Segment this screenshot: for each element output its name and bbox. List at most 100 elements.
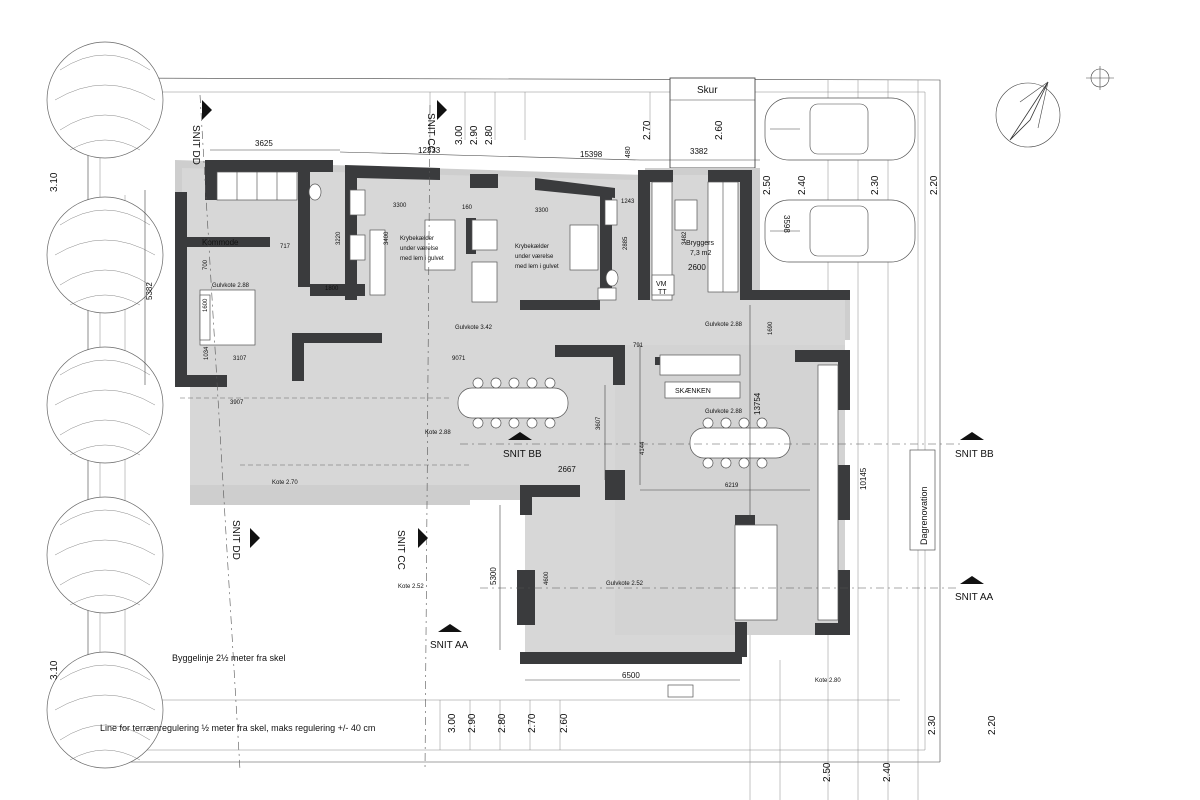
section-markers xyxy=(202,100,984,632)
dim-9071: 9071 xyxy=(452,356,466,362)
section-aa-left-label: SNIT AA xyxy=(430,640,468,651)
dim-4600: 4600 xyxy=(544,571,550,585)
ground-level-252: Kote 2.52 xyxy=(398,584,424,590)
dim-1600: 1600 xyxy=(203,298,209,312)
level-bot-300: 3.00 xyxy=(447,713,458,733)
level-top-250: 2.50 xyxy=(762,175,773,195)
dimension-labels: 3625 12333 15398 480 3382 3300 160 3300 … xyxy=(145,139,868,680)
level-top-220: 2.20 xyxy=(929,175,940,195)
dim-3598: 3598 xyxy=(782,215,791,233)
dim-6500: 6500 xyxy=(622,671,640,680)
dim-480: 480 xyxy=(625,146,632,158)
dining-table-kitchen xyxy=(689,417,791,469)
walls xyxy=(175,160,850,664)
level-bot-220: 2.20 xyxy=(987,715,998,735)
dim-3482: 3482 xyxy=(682,231,688,245)
kitchen-floor-level: Gulvkote 2.88 xyxy=(705,409,743,415)
crawl-space-1-line3: med lem i gulvet xyxy=(400,256,444,262)
dim-3625: 3625 xyxy=(255,139,273,148)
trees-row xyxy=(46,41,164,769)
section-lines xyxy=(180,94,960,771)
level-top-240: 2.40 xyxy=(797,175,808,195)
section-arrow-icon xyxy=(418,528,428,548)
dim-160: 160 xyxy=(462,205,473,211)
level-bot-290: 2.90 xyxy=(467,713,478,733)
dim-2600: 2600 xyxy=(688,263,706,272)
section-dd-top-label: SNIT DD xyxy=(190,125,201,165)
level-top-300: 3.00 xyxy=(454,125,465,145)
section-dd-bottom-label: SNIT DD xyxy=(230,520,241,560)
crawl-space-1-line2: under værelse xyxy=(400,246,439,252)
dim-10145: 10145 xyxy=(859,467,868,490)
level-top-290: 2.90 xyxy=(469,125,480,145)
crawl-space-1-line1: Krybekælder xyxy=(400,236,434,242)
tree-icon xyxy=(46,651,164,769)
dim-1690: 1690 xyxy=(768,321,774,335)
level-top-260: 2.60 xyxy=(714,120,725,140)
level-bot-270: 2.70 xyxy=(527,713,538,733)
furniture xyxy=(199,171,936,698)
crawl-space-2-line3: med lem i gulvet xyxy=(515,264,559,270)
dim-12333: 12333 xyxy=(418,146,441,155)
crawl-space-2-line2: under værelse xyxy=(515,254,554,260)
level-left-310-top: 3.10 xyxy=(49,172,60,192)
dim-5300: 5300 xyxy=(489,567,498,585)
section-cc-top-label: SNIT CC xyxy=(425,113,436,153)
level-bot-280: 2.80 xyxy=(497,713,508,733)
dim-3907: 3907 xyxy=(230,400,244,406)
terrace-level-288: Kote 2.88 xyxy=(425,430,451,436)
bedroom-floor-level: Gulvkote 2.88 xyxy=(212,283,250,289)
shed-label: Skur xyxy=(697,85,718,96)
tree-icon xyxy=(46,41,164,159)
utility-room-label: Bryggers xyxy=(686,240,715,247)
level-left-310-bottom: 3.10 xyxy=(49,660,60,680)
terrain-regulation-note: Line for terrænregulering ½ meter fra sk… xyxy=(100,723,375,733)
dim-3107: 3107 xyxy=(233,356,247,362)
dim-717: 717 xyxy=(280,244,291,250)
level-top-280: 2.80 xyxy=(484,125,495,145)
sideboard-label: SKÆNKEN xyxy=(675,388,711,395)
section-arrow-icon xyxy=(438,624,462,632)
tree-icon xyxy=(46,496,164,614)
section-cc-bottom-label: SNIT CC xyxy=(395,530,406,570)
level-top-270: 2.70 xyxy=(642,120,653,140)
dim-5382: 5382 xyxy=(145,282,154,300)
site-levels: 3.00 2.90 2.80 2.70 2.60 2.50 2.40 2.30 … xyxy=(49,120,998,782)
dim-6219: 6219 xyxy=(725,483,739,489)
dimension-lines xyxy=(144,149,810,681)
kommode-label: Kommode xyxy=(202,238,239,247)
living-floor-level: Gulvkote 2.52 xyxy=(606,581,644,587)
car-icon xyxy=(764,199,916,263)
tree-icon xyxy=(46,346,164,464)
dim-3300-b: 3300 xyxy=(535,208,549,214)
level-bot-240: 2.40 xyxy=(882,762,893,782)
section-arrow-icon xyxy=(202,100,212,120)
dim-3300-a: 3300 xyxy=(393,203,407,209)
dim-4144: 4144 xyxy=(640,441,646,455)
level-bot-250: 2.50 xyxy=(822,762,833,782)
dim-15398: 15398 xyxy=(580,150,603,159)
room-labels: Kommode Gulvkote 2.88 Krybekælder under … xyxy=(100,236,929,733)
tree-icon xyxy=(46,196,164,314)
entrance-floor-level: Gulvkote 2.88 xyxy=(705,322,743,328)
dim-1034: 1034 xyxy=(204,346,210,360)
dim-3400: 3400 xyxy=(384,231,390,245)
dim-700: 700 xyxy=(203,259,209,270)
level-bot-260: 2.60 xyxy=(559,713,570,733)
dim-2885: 2885 xyxy=(623,236,629,250)
hall-floor-level: Gulvkote 3.42 xyxy=(455,325,493,331)
section-arrow-icon xyxy=(960,432,984,440)
section-arrow-icon xyxy=(960,576,984,584)
washing-machine-label: VM xyxy=(656,281,667,288)
dim-791: 791 xyxy=(633,343,644,349)
north-arrow-icon xyxy=(995,66,1114,148)
level-bot-230: 2.30 xyxy=(927,715,938,735)
building-line-note: Byggelinje 2½ meter fra skel xyxy=(172,653,286,663)
crawl-space-2-line1: Krybekælder xyxy=(515,244,549,250)
section-bb-right-label: SNIT BB xyxy=(955,449,994,460)
car-icon xyxy=(764,97,916,161)
dim-3607: 3607 xyxy=(596,416,602,430)
section-arrow-icon xyxy=(508,432,532,440)
tumble-dryer-label: TT xyxy=(658,289,667,296)
